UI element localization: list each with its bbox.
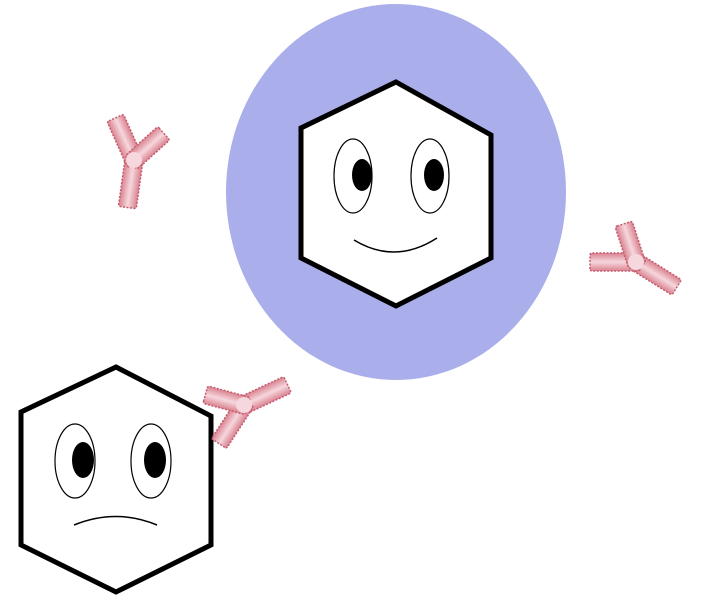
antibody-top-left: [96, 112, 173, 212]
left-eye: [334, 139, 372, 213]
antibody-right: [582, 211, 694, 314]
right-eye: [131, 424, 171, 498]
left-eye: [55, 424, 95, 498]
right-eye: [411, 139, 449, 213]
cell-body: [21, 367, 211, 592]
exposed-cell: [21, 367, 211, 592]
